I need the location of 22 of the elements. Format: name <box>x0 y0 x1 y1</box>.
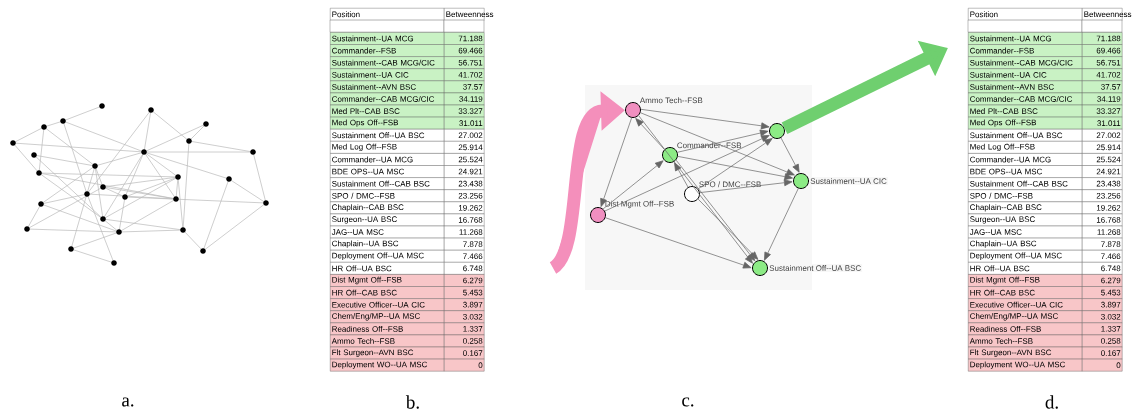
panel-caption: a. <box>122 397 134 407</box>
panel-caption: c. <box>682 397 694 407</box>
arrow <box>602 160 664 210</box>
graph-node-circle <box>769 123 785 139</box>
panel-caption: b. <box>405 395 419 409</box>
arrow <box>697 198 759 260</box>
arrow <box>697 138 773 190</box>
arrow <box>674 162 689 188</box>
arrow <box>764 188 799 261</box>
arrow <box>699 179 793 193</box>
arrow <box>780 137 800 173</box>
arrow <box>640 112 795 176</box>
arrow <box>638 115 753 264</box>
panel-caption: d. <box>1045 395 1058 409</box>
arrow <box>605 217 752 269</box>
arrow <box>677 129 769 153</box>
arrow <box>600 117 632 207</box>
arrow <box>604 135 770 212</box>
arrow <box>675 159 756 262</box>
arrow <box>677 156 793 181</box>
arrow <box>635 118 665 150</box>
arrow <box>640 108 770 130</box>
